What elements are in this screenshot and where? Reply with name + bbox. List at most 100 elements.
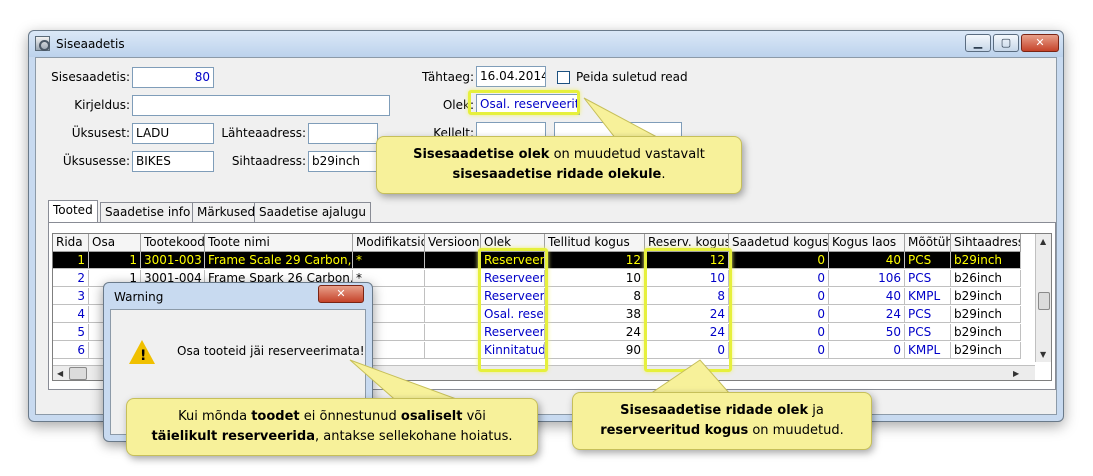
grid-cell[interactable]: 40 [829, 252, 905, 269]
tab-tooted[interactable]: Tooted [48, 200, 98, 223]
grid-cell[interactable]: 10 [545, 270, 645, 287]
warning-dialog-close-button[interactable]: ✕ [318, 285, 364, 303]
grid-cell[interactable]: Reserveeritud [481, 288, 545, 305]
grid-cell[interactable] [353, 342, 425, 359]
grid-cell[interactable]: Reserveeritud [481, 252, 545, 269]
grid-cell[interactable]: 0 [645, 342, 729, 359]
sisesaadetis-field[interactable]: 80 [132, 67, 214, 88]
grid-cell[interactable]: b29inch [951, 324, 1021, 341]
grid-cell[interactable] [425, 270, 481, 287]
grid-cell[interactable]: 3001-003 [141, 252, 205, 269]
grid-vertical-scrollbar[interactable]: ▲ ▼ [1035, 234, 1051, 362]
uksusest-field[interactable]: LADU [132, 123, 214, 144]
kirjeldus-field[interactable] [132, 95, 390, 116]
grid-cell[interactable]: Reserveeritud [481, 324, 545, 341]
close-button[interactable]: ✕ [1021, 34, 1059, 52]
tahtaeg-field[interactable]: 16.04.2014 [476, 66, 546, 87]
uksusesse-field[interactable]: BIKES [132, 151, 214, 172]
grid-cell[interactable]: PCS [905, 306, 951, 323]
grid-cell[interactable]: * [353, 252, 425, 269]
grid-cell[interactable]: 4 [53, 306, 89, 323]
grid-cell[interactable]: Frame Scale 29 Carbon, IMI [205, 252, 353, 269]
grid-cell[interactable]: PCS [905, 252, 951, 269]
tab-markused[interactable]: Märkused [192, 202, 261, 222]
grid-header-cell[interactable]: Osa [89, 234, 141, 252]
grid-header-cell[interactable]: Versioon [425, 234, 481, 252]
grid-cell[interactable]: b26inch [951, 270, 1021, 287]
grid-cell[interactable]: 12 [645, 252, 729, 269]
grid-cell[interactable]: Osal. reserveeritud [481, 306, 545, 323]
grid-cell[interactable]: 24 [645, 306, 729, 323]
grid-cell[interactable]: b29inch [951, 306, 1021, 323]
grid-header-cell[interactable]: Reserv. kogus [645, 234, 729, 252]
grid-cell[interactable]: b29inch [951, 342, 1021, 359]
grid-cell[interactable]: 24 [545, 324, 645, 341]
grid-cell[interactable]: 5 [53, 324, 89, 341]
grid-header-cell[interactable]: Rida [53, 234, 89, 252]
sihtaadress-field[interactable]: b29inch [308, 151, 378, 172]
scroll-left-arrow-icon[interactable]: ◀ [57, 369, 64, 378]
grid-cell[interactable]: 40 [829, 288, 905, 305]
grid-header-cell[interactable]: Toote nimi [205, 234, 353, 252]
grid-cell[interactable]: PCS [905, 324, 951, 341]
grid-cell[interactable] [353, 306, 425, 323]
grid-cell[interactable]: PCS [905, 270, 951, 287]
grid-cell[interactable]: 12 [545, 252, 645, 269]
grid-cell[interactable]: KMPL [905, 342, 951, 359]
maximize-button[interactable]: ▢ [993, 34, 1019, 52]
grid-cell[interactable]: 24 [829, 306, 905, 323]
grid-cell[interactable]: 2 [53, 270, 89, 287]
grid-cell[interactable]: 106 [829, 270, 905, 287]
grid-cell[interactable]: b29inch [951, 252, 1021, 269]
lahteaadress-field[interactable] [308, 123, 378, 144]
olek-field[interactable]: Osal. reserveeritud [476, 94, 580, 115]
grid-cell[interactable]: 38 [545, 306, 645, 323]
title-bar[interactable]: Siseaadetis ▁ ▢ ✕ [29, 31, 1063, 57]
scroll-up-arrow-icon[interactable]: ▲ [1040, 237, 1047, 246]
grid-header-cell[interactable]: Modifikatsioon [353, 234, 425, 252]
grid-cell[interactable]: Kinnitatud [481, 342, 545, 359]
grid-cell[interactable]: * [353, 270, 425, 287]
grid-cell[interactable] [353, 288, 425, 305]
grid-cell[interactable] [425, 288, 481, 305]
grid-cell[interactable]: 90 [545, 342, 645, 359]
tab-saadetise-ajalugu[interactable]: Saadetise ajalugu [254, 202, 372, 222]
grid-header-cell[interactable]: Kogus laos [829, 234, 905, 252]
grid-header-cell[interactable]: Saadetud kogus [729, 234, 829, 252]
grid-cell[interactable]: 1 [53, 252, 89, 269]
grid-cell[interactable] [425, 306, 481, 323]
grid-cell[interactable] [425, 324, 481, 341]
grid-header-cell[interactable]: Mõõtühik [905, 234, 951, 252]
scroll-right-arrow-icon[interactable]: ▶ [1013, 369, 1020, 378]
grid-cell[interactable]: 0 [729, 342, 829, 359]
grid-cell[interactable]: KMPL [905, 288, 951, 305]
peida-suletud-read-checkbox[interactable] [557, 71, 570, 84]
grid-cell[interactable]: 6 [53, 342, 89, 359]
grid-header-cell[interactable]: Tootekood [141, 234, 205, 252]
grid-cell[interactable]: 0 [729, 270, 829, 287]
grid-cell[interactable]: 0 [729, 306, 829, 323]
grid-cell[interactable]: 3 [53, 288, 89, 305]
grid-cell[interactable]: 50 [829, 324, 905, 341]
grid-cell[interactable]: 8 [645, 288, 729, 305]
grid-cell[interactable]: 10 [645, 270, 729, 287]
grid-cell[interactable] [353, 324, 425, 341]
grid-cell[interactable]: 24 [645, 324, 729, 341]
grid-cell[interactable]: Reserveeritud [481, 270, 545, 287]
grid-cell[interactable]: b29inch [951, 288, 1021, 305]
grid-header-cell[interactable]: Tellitud kogus [545, 234, 645, 252]
grid-cell[interactable]: 0 [729, 288, 829, 305]
grid-header-cell[interactable]: Sihtaadress [951, 234, 1021, 252]
grid-cell[interactable]: 8 [545, 288, 645, 305]
minimize-button[interactable]: ▁ [965, 34, 991, 52]
grid-cell[interactable]: 0 [829, 342, 905, 359]
grid-cell[interactable]: 0 [729, 252, 829, 269]
vertical-scroll-thumb[interactable] [1038, 292, 1050, 310]
grid-header-cell[interactable]: Olek [481, 234, 545, 252]
grid-cell[interactable]: 0 [729, 324, 829, 341]
horizontal-scroll-thumb[interactable] [69, 367, 87, 380]
tab-saadetise-info[interactable]: Saadetise info [100, 202, 196, 222]
scroll-down-arrow-icon[interactable]: ▼ [1040, 350, 1047, 359]
grid-cell[interactable]: 1 [89, 252, 141, 269]
grid-cell[interactable] [425, 252, 481, 269]
